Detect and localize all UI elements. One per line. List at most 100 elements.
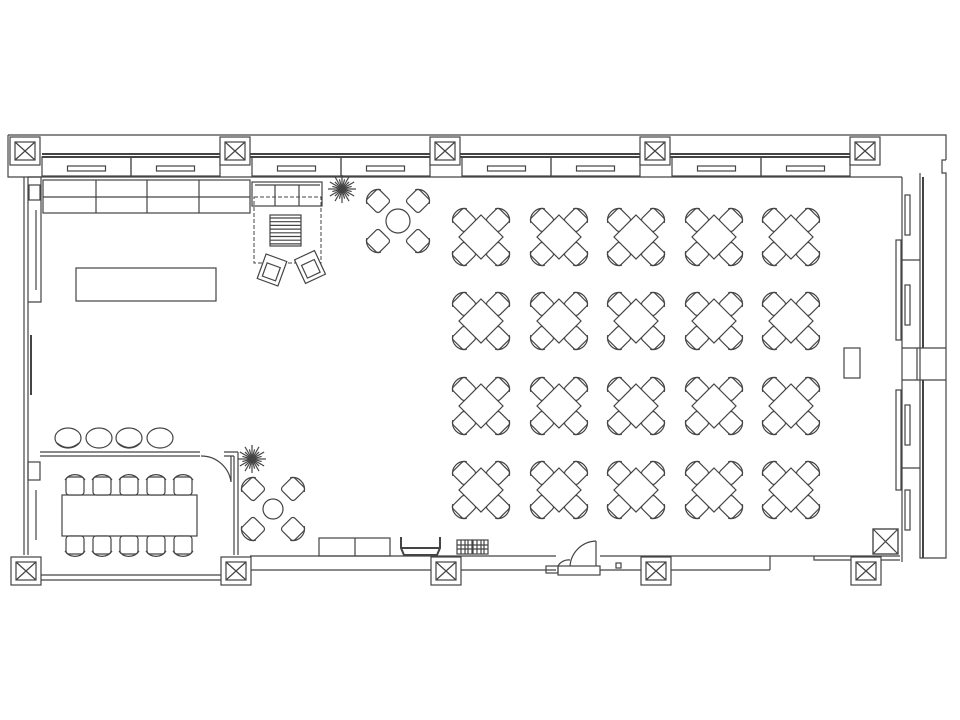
chair-icon <box>365 228 391 254</box>
window-icon <box>130 156 221 177</box>
round-table <box>262 498 284 520</box>
square-table <box>536 298 582 344</box>
office-chair-icon <box>145 535 167 557</box>
square-table <box>458 214 504 260</box>
plant-icon <box>238 445 266 473</box>
lounge-chair-icon <box>146 427 174 449</box>
square-table <box>458 467 504 513</box>
dining-table-set <box>451 460 511 520</box>
lounge-chair-icon <box>54 427 82 449</box>
chair-icon <box>405 188 431 214</box>
lounge-chairs-row <box>54 427 174 449</box>
window-icon <box>251 156 342 177</box>
square-table <box>613 383 659 429</box>
dining-table-set <box>451 207 511 267</box>
dining-table-set <box>684 207 744 267</box>
dining-table-set <box>529 460 589 520</box>
window-icon <box>760 156 851 177</box>
column-icon <box>429 136 461 166</box>
office-chair-icon <box>118 474 140 496</box>
square-table <box>536 467 582 513</box>
office-chair-icon <box>64 535 86 557</box>
window-icon <box>671 156 762 177</box>
column-icon <box>849 136 881 166</box>
bottom-fixtures <box>318 347 861 576</box>
round-table-set <box>365 188 431 254</box>
chair-icon <box>280 516 306 542</box>
square-table <box>691 383 737 429</box>
column-icon <box>850 556 882 586</box>
square-table <box>768 214 814 260</box>
lectern <box>843 347 861 379</box>
lounge-sofa-area <box>251 181 327 287</box>
chair-icon <box>280 476 306 502</box>
office-chair-icon <box>172 474 194 496</box>
dining-table-set <box>529 376 589 436</box>
office-chair-icon <box>64 474 86 496</box>
dining-table-set <box>761 460 821 520</box>
square-table <box>536 214 582 260</box>
window-icon <box>550 156 641 177</box>
column-icon <box>219 136 251 166</box>
square-table <box>691 298 737 344</box>
office-chair-icon <box>172 535 194 557</box>
chair-icon <box>405 228 431 254</box>
dining-table-set <box>684 460 744 520</box>
striped-rug-icon <box>269 214 302 247</box>
chair-icon <box>365 188 391 214</box>
lounge-chair-icon <box>85 427 113 449</box>
dining-table-set <box>451 291 511 351</box>
column-icon <box>10 556 42 586</box>
dining-table-set <box>529 291 589 351</box>
plant-icon <box>328 175 356 203</box>
dining-table-set <box>684 376 744 436</box>
dining-table-set <box>761 291 821 351</box>
column-icon <box>430 556 462 586</box>
office-chair-icon <box>118 535 140 557</box>
structural-columns <box>9 136 899 586</box>
square-table <box>458 298 504 344</box>
square-table <box>613 298 659 344</box>
chair-icon <box>240 476 266 502</box>
dining-tables-grid <box>451 207 821 520</box>
column-icon <box>872 528 899 555</box>
round-table-set <box>240 476 306 542</box>
dining-table-set <box>606 291 666 351</box>
grill-icon <box>456 539 489 555</box>
lounge-chair-icon <box>115 427 143 449</box>
column-icon <box>639 136 671 166</box>
meeting-table <box>61 494 198 537</box>
dining-table-set <box>606 207 666 267</box>
chair-icon <box>240 516 266 542</box>
dining-table-set <box>684 291 744 351</box>
office-chair-icon <box>91 535 113 557</box>
square-table <box>458 383 504 429</box>
top-windows <box>41 156 851 177</box>
square-table <box>691 214 737 260</box>
storage-cabinets <box>42 179 251 214</box>
long-counter-table <box>75 267 217 302</box>
square-table <box>536 383 582 429</box>
meeting-room <box>27 451 239 557</box>
square-table <box>691 467 737 513</box>
square-table <box>768 467 814 513</box>
square-table <box>768 298 814 344</box>
square-table <box>613 214 659 260</box>
dining-table-set <box>606 376 666 436</box>
dining-table-set <box>761 207 821 267</box>
window-icon <box>461 156 552 177</box>
dining-table-set <box>761 376 821 436</box>
column-icon <box>640 556 672 586</box>
cart <box>400 537 441 556</box>
office-chair-icon <box>145 474 167 496</box>
round-table <box>385 208 411 234</box>
column-icon <box>9 136 41 166</box>
entrance-door[interactable] <box>545 540 622 576</box>
square-table <box>613 467 659 513</box>
window-icon <box>41 156 132 177</box>
dining-table-set <box>606 460 666 520</box>
dining-table-set <box>451 376 511 436</box>
window-icon <box>340 156 431 177</box>
column-icon <box>220 556 252 586</box>
